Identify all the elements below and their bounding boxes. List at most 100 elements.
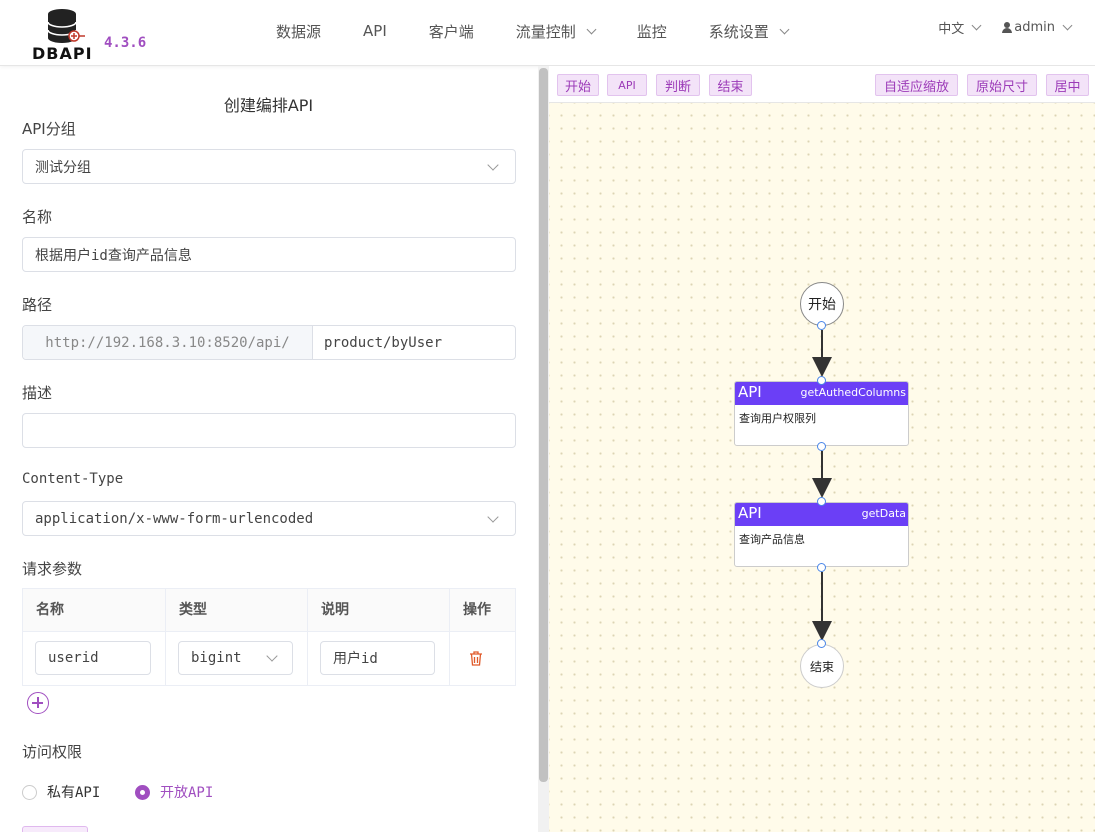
path-label: 路径 (22, 296, 53, 314)
api-node-tag: API (738, 383, 762, 401)
access-label: 访问权限 (22, 743, 83, 761)
chevron-down-icon (487, 159, 499, 171)
nav-label: 监控 (636, 22, 667, 41)
api-node-desc: 查询用户权限列 (739, 412, 816, 425)
path-input-group: http://192.168.3.10:8520/api/ product/by… (22, 325, 516, 360)
language-selector[interactable]: 中文 (938, 18, 982, 37)
path-input[interactable]: product/byUser (324, 334, 443, 351)
language-label: 中文 (938, 22, 965, 37)
chevron-down-icon (971, 20, 982, 31)
nav-client[interactable]: 客户端 (429, 21, 474, 42)
param-desc-cell: 用户id (308, 632, 450, 685)
trash-icon[interactable] (469, 651, 483, 666)
form-title: 创建编排API (223, 96, 314, 115)
api-node-header: API getData (735, 503, 908, 526)
param-type-select[interactable]: bigint (178, 641, 293, 675)
add-end-node-button[interactable]: 结束 (709, 74, 752, 96)
column-header: 操作 (463, 602, 491, 618)
center-button[interactable]: 居中 (1046, 74, 1089, 96)
column-header: 名称 (23, 589, 166, 631)
param-type-cell: bigint (166, 632, 308, 685)
add-condition-node-button[interactable]: 判断 (656, 74, 700, 96)
user-icon (1002, 22, 1013, 33)
submit-button[interactable] (22, 826, 88, 832)
api-node-tag: API (738, 504, 762, 522)
param-type-value: bigint (191, 650, 242, 666)
radio-public-api[interactable]: 开放API (135, 782, 213, 802)
name-label: 名称 (22, 208, 53, 226)
add-api-node-button[interactable]: API (607, 74, 647, 96)
nav-system-settings[interactable]: 系统设置 (708, 21, 790, 42)
node-port[interactable] (817, 442, 826, 451)
version-label: 4.3.6 (104, 35, 147, 51)
user-menu[interactable]: admin (1002, 20, 1073, 35)
chevron-down-icon (586, 24, 597, 34)
nav-label: 系统设置 (708, 22, 769, 41)
add-start-node-button[interactable]: 开始 (557, 74, 599, 96)
end-node[interactable]: 结束 (800, 644, 844, 688)
node-port[interactable] (817, 497, 826, 506)
node-port[interactable] (817, 321, 826, 330)
description-input[interactable] (22, 413, 516, 448)
column-header: 说明 (308, 589, 450, 631)
nav-datasource[interactable]: 数据源 (276, 21, 321, 42)
param-action-cell (450, 632, 515, 685)
param-name-cell: userid (23, 632, 166, 685)
header-right-menu: 中文 admin (924, 18, 1073, 37)
table-row: userid bigint 用户id (23, 632, 515, 685)
api-node-getdata[interactable]: API getData 查询产品信息 (734, 502, 909, 567)
node-port[interactable] (817, 639, 826, 648)
api-form-panel: 创建编排API API分组 测试分组 名称 根据用户id查询产品信息 路径 ht… (0, 66, 537, 832)
path-prefix: http://192.168.3.10:8520/api/ (23, 326, 313, 359)
chevron-down-icon (779, 24, 790, 34)
main-nav: 数据源 API 客户端 流量控制 监控 系统设置 (255, 0, 809, 62)
column-header: 类型 (166, 589, 308, 631)
chevron-down-icon (266, 650, 278, 662)
radio-label: 私有API (47, 785, 101, 801)
username-label: admin (1014, 20, 1055, 35)
api-node-getauthedcolumns[interactable]: API getAuthedColumns 查询用户权限列 (734, 381, 909, 446)
chevron-down-icon (487, 511, 499, 523)
api-node-name: getAuthedColumns (800, 386, 906, 399)
top-header: DBAPI 4.3.6 数据源 API 客户端 流量控制 监控 系统设置 中文 … (0, 0, 1095, 66)
radio-label: 开放API (160, 785, 214, 801)
radio-circle (135, 784, 150, 800)
content-type-value: application/x-www-form-urlencoded (35, 510, 314, 527)
group-label: API分组 (22, 120, 76, 138)
nav-traffic-control[interactable]: 流量控制 (515, 21, 597, 42)
node-port[interactable] (817, 563, 826, 572)
radio-private-api[interactable]: 私有API (22, 782, 100, 802)
nav-label: 流量控制 (515, 22, 576, 41)
params-table: 名称 类型 说明 操作 userid bigint 用户id (22, 588, 516, 686)
database-logo-icon[interactable] (30, 5, 94, 63)
param-name-input[interactable]: userid (35, 641, 151, 675)
canvas-toolbar: 开始 API 判断 结束 自适应缩放 原始尺寸 居中 (549, 66, 1095, 103)
params-table-header: 名称 类型 说明 操作 (23, 589, 515, 632)
add-param-button[interactable] (27, 692, 49, 714)
form-scrollbar[interactable] (538, 66, 549, 832)
param-desc-input[interactable]: 用户id (320, 641, 435, 675)
flow-canvas[interactable]: 开始 API 判断 结束 自适应缩放 原始尺寸 居中 开始 API getAut… (549, 66, 1095, 832)
nav-label: 客户端 (428, 22, 474, 41)
flow-edges (812, 330, 832, 641)
api-node-name: getData (861, 507, 906, 520)
nav-api[interactable]: API (363, 22, 387, 40)
group-value: 测试分组 (35, 159, 91, 176)
radio-circle (22, 784, 37, 800)
api-node-header: API getAuthedColumns (735, 382, 908, 405)
start-node[interactable]: 开始 (800, 282, 844, 326)
params-label: 请求参数 (22, 560, 83, 578)
name-value: 根据用户id查询产品信息 (35, 247, 192, 264)
fit-zoom-button[interactable]: 自适应缩放 (875, 74, 958, 96)
nav-monitor[interactable]: 监控 (637, 21, 667, 42)
group-select[interactable]: 测试分组 (22, 149, 516, 184)
content-type-select[interactable]: application/x-www-form-urlencoded (22, 501, 516, 536)
nav-label: API (363, 22, 387, 40)
nav-label: 数据源 (276, 22, 322, 41)
logo-text: DBAPI (32, 44, 93, 63)
name-input[interactable]: 根据用户id查询产品信息 (22, 237, 516, 272)
actual-size-button[interactable]: 原始尺寸 (967, 74, 1037, 96)
node-port[interactable] (817, 376, 826, 385)
scrollbar-thumb[interactable] (539, 68, 548, 782)
api-node-desc: 查询产品信息 (739, 533, 805, 546)
